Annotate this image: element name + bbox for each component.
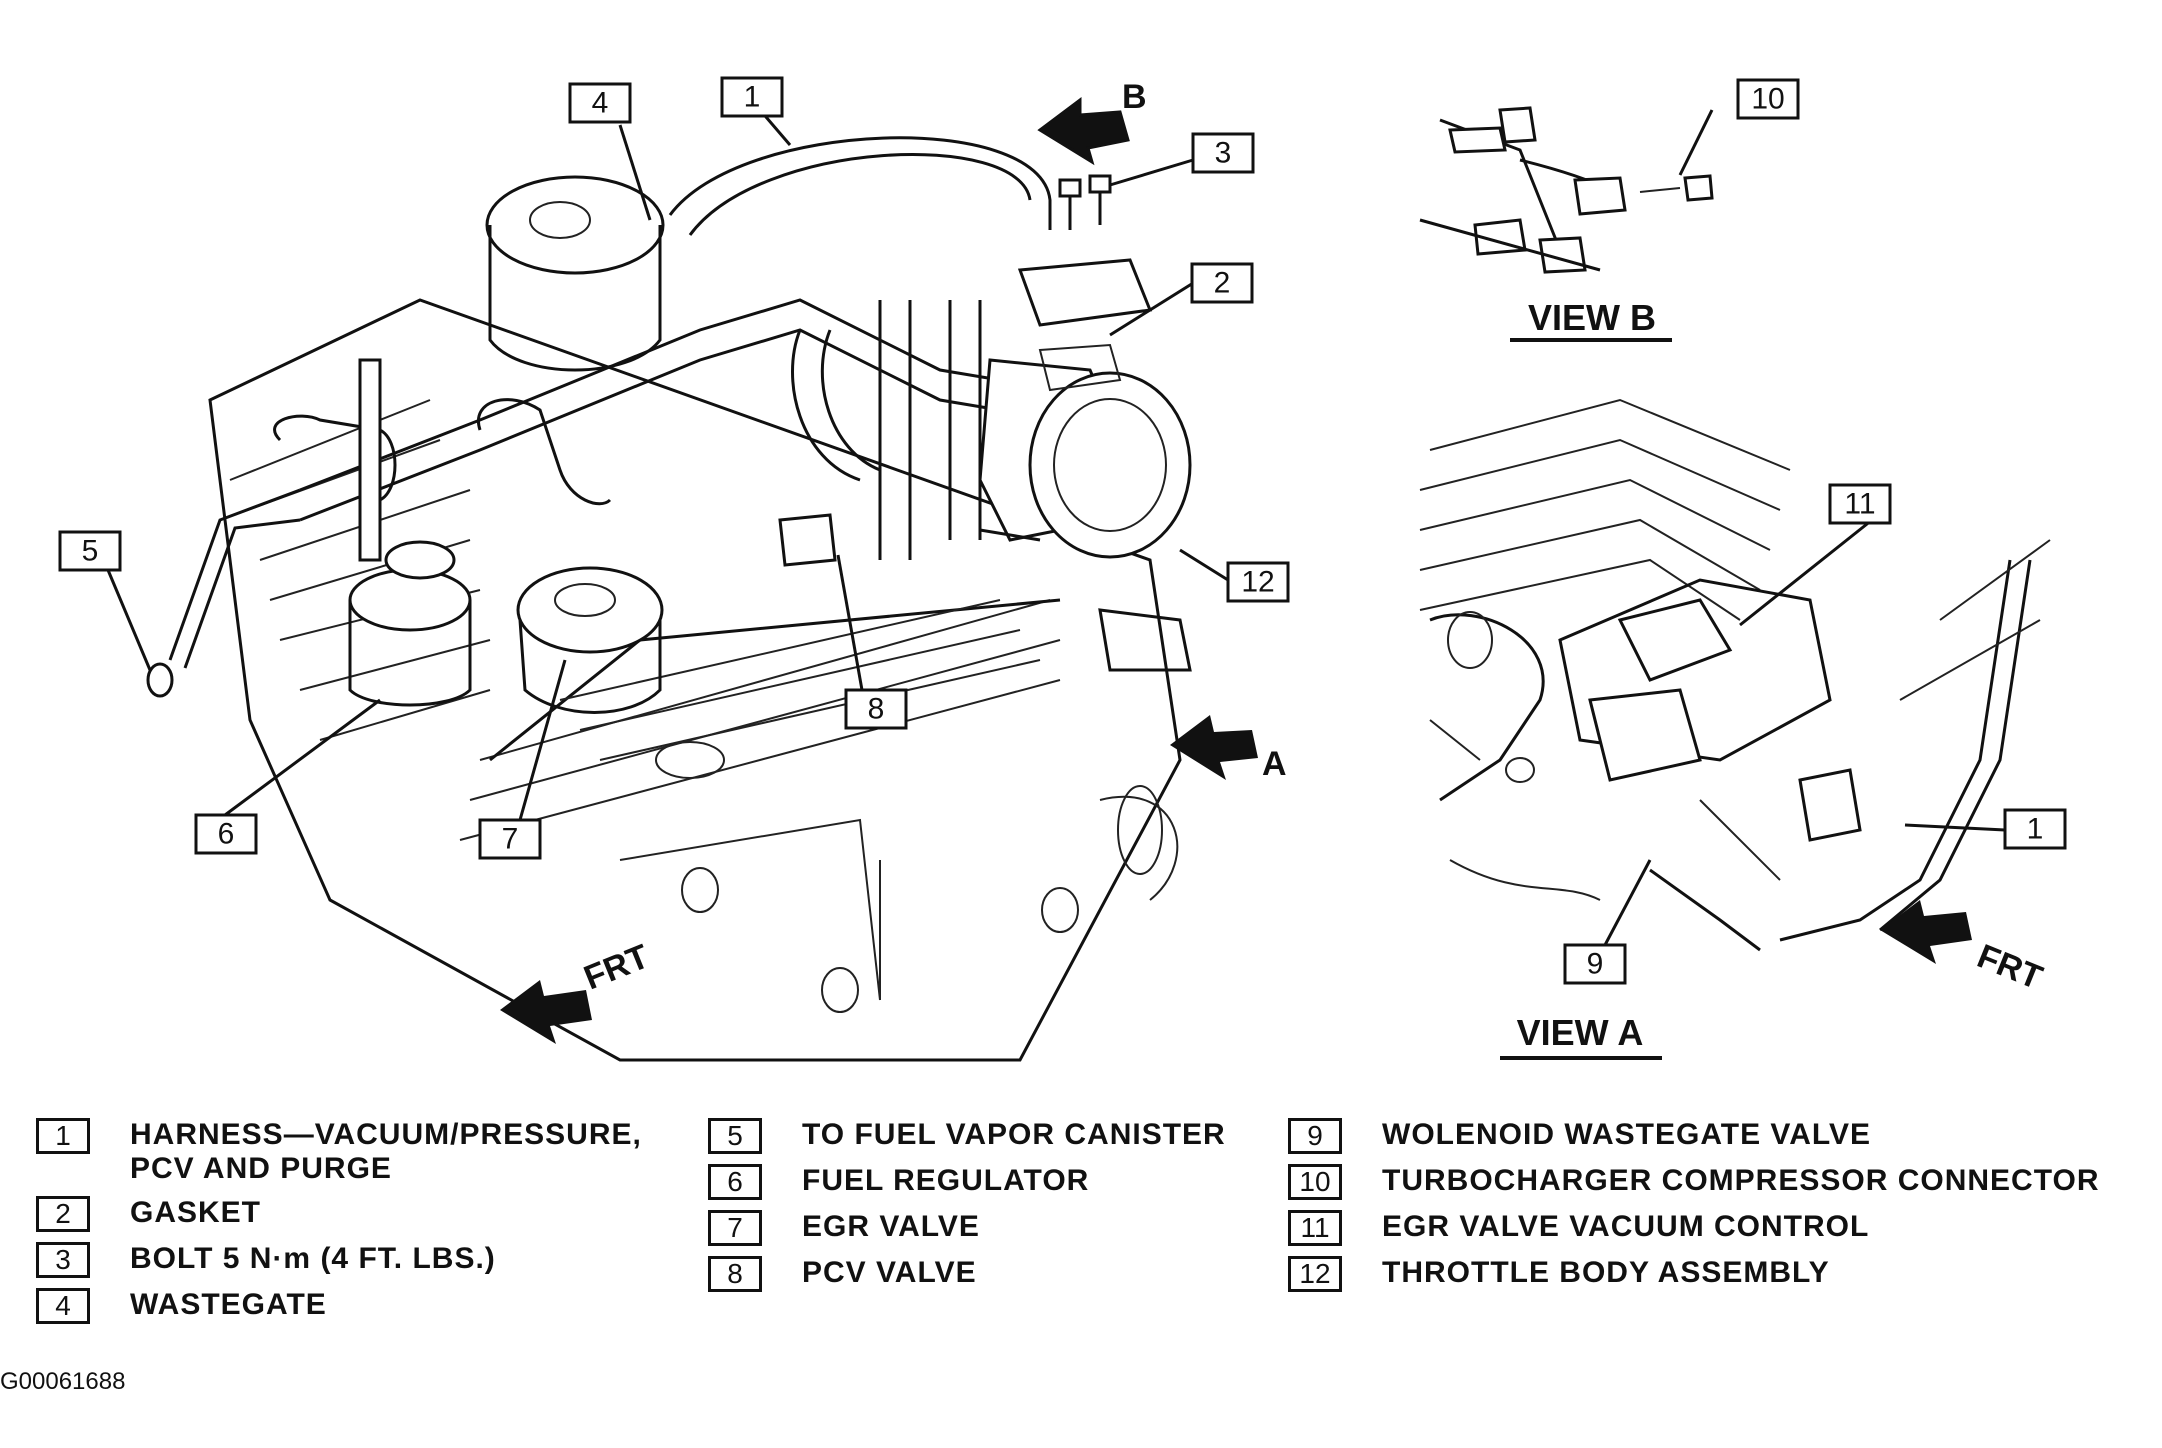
legend-item: 10 TURBOCHARGER COMPRESSOR CONNECTOR: [1288, 1164, 2099, 1200]
view-a-illustration: [1419, 398, 2051, 952]
legend-number: 11: [1288, 1210, 1342, 1246]
legend-label: WOLENOID WASTEGATE VALVE: [1382, 1118, 1871, 1151]
callout-9: 9: [1563, 943, 1627, 985]
view-b-illustration: [1419, 106, 1714, 274]
callout-7: 7: [478, 818, 542, 860]
legend-item: 5 TO FUEL VAPOR CANISTER: [708, 1118, 1226, 1154]
legend-item: 12 THROTTLE BODY ASSEMBLY: [1288, 1256, 2099, 1292]
svg-text:11: 11: [1844, 488, 1875, 521]
arrow-frt-view-a: FRT: [1880, 900, 2048, 997]
legend-label: TURBOCHARGER COMPRESSOR CONNECTOR: [1382, 1164, 2100, 1197]
callout-5: 5: [58, 530, 122, 572]
svg-text:2: 2: [1214, 267, 1231, 300]
legend-item: 3 BOLT 5 N·m (4 FT. LBS.): [36, 1242, 642, 1278]
callout-2: 2: [1190, 262, 1254, 304]
legend-label: HARNESS—VACUUM/PRESSURE, PCV AND PURGE: [130, 1118, 642, 1185]
legend-column-3: 9 WOLENOID WASTEGATE VALVE 10 TURBOCHARGER…: [1288, 1118, 2099, 1302]
main-engine-illustration: [146, 136, 1192, 1062]
legend-number: 5: [708, 1118, 762, 1154]
engine-diagram: B A FRT VIEW B: [58, 76, 2067, 1062]
legend-label: PCV VALVE: [802, 1256, 977, 1289]
legend-item: 11 EGR VALVE VACUUM CONTROL: [1288, 1210, 2099, 1246]
callout-1-view-a: 1: [2003, 808, 2067, 850]
callout-6: 6: [194, 813, 258, 855]
legend-item: 8 PCV VALVE: [708, 1256, 1226, 1292]
callout-3: 3: [1191, 132, 1255, 174]
callout-12: 12: [1226, 561, 1290, 603]
view-a-title: VIEW A: [1517, 1012, 1644, 1053]
legend-item: 1 HARNESS—VACUUM/PRESSURE, PCV AND PURGE: [36, 1118, 642, 1186]
svg-text:9: 9: [1587, 948, 1604, 981]
legend-item: 9 WOLENOID WASTEGATE VALVE: [1288, 1118, 2099, 1154]
legend-number: 12: [1288, 1256, 1342, 1292]
legend-label: FUEL REGULATOR: [802, 1164, 1090, 1197]
legend-label: WASTEGATE: [130, 1288, 327, 1321]
legend-label: TO FUEL VAPOR CANISTER: [802, 1118, 1226, 1151]
leader-lines: [106, 109, 2006, 946]
arrow-a: A: [1170, 715, 1287, 783]
arrow-frt-main-label: FRT: [579, 937, 655, 997]
legend-number: 10: [1288, 1164, 1342, 1200]
callout-4: 4: [568, 82, 632, 124]
legend-item: 2 GASKET: [36, 1196, 642, 1232]
svg-text:1: 1: [744, 81, 761, 114]
arrow-a-label: A: [1262, 745, 1287, 783]
legend-number: 9: [1288, 1118, 1342, 1154]
callout-10: 10: [1736, 78, 1800, 120]
legend-label: BOLT 5 N·m (4 FT. LBS.): [130, 1242, 496, 1275]
view-b-title: VIEW B: [1528, 297, 1656, 338]
legend-number: 6: [708, 1164, 762, 1200]
svg-text:3: 3: [1215, 137, 1232, 170]
arrow-b-label: B: [1122, 78, 1147, 116]
arrow-b: B: [1037, 78, 1147, 166]
svg-text:6: 6: [218, 818, 235, 851]
svg-text:8: 8: [868, 693, 885, 726]
legend-label: EGR VALVE: [802, 1210, 980, 1243]
legend-item: 4 WASTEGATE: [36, 1288, 642, 1324]
figure-id: G00061688: [0, 1368, 126, 1395]
legend-number: 4: [36, 1288, 90, 1324]
callout-8: 8: [844, 688, 908, 730]
legend-item: 6 FUEL REGULATOR: [708, 1164, 1226, 1200]
arrow-frt-main: FRT: [500, 937, 654, 1044]
legend-number: 8: [708, 1256, 762, 1292]
svg-text:7: 7: [502, 823, 519, 856]
svg-text:12: 12: [1241, 566, 1274, 599]
legend-label: THROTTLE BODY ASSEMBLY: [1382, 1256, 1830, 1289]
legend-number: 7: [708, 1210, 762, 1246]
svg-text:5: 5: [82, 535, 99, 568]
legend-number: 2: [36, 1196, 90, 1232]
arrow-frt-view-a-label: FRT: [1972, 937, 2048, 997]
legend-number: 3: [36, 1242, 90, 1278]
callout-1: 1: [720, 76, 784, 118]
svg-text:4: 4: [592, 87, 609, 120]
callout-11: 11: [1828, 483, 1892, 525]
legend-number: 1: [36, 1118, 90, 1154]
svg-text:10: 10: [1751, 83, 1784, 116]
legend-item: 7 EGR VALVE: [708, 1210, 1226, 1246]
legend-label: EGR VALVE VACUUM CONTROL: [1382, 1210, 1870, 1243]
legend-label: GASKET: [130, 1196, 262, 1229]
svg-text:1: 1: [2027, 813, 2044, 846]
